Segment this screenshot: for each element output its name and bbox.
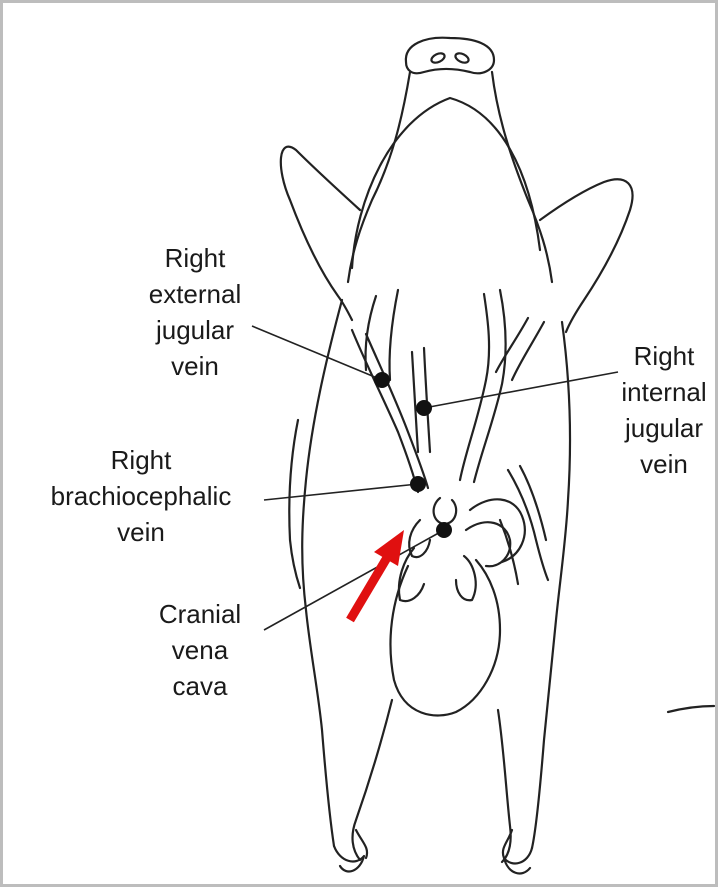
neck-left-fold	[365, 296, 376, 370]
hoof-left-2	[356, 830, 367, 858]
marker-internal-jugular	[416, 400, 432, 416]
edge-stroke	[668, 706, 714, 712]
right-vessel-a	[460, 294, 489, 480]
ear-left	[281, 147, 360, 320]
leader-brachiocephalic	[264, 484, 418, 500]
internal-jugular-line-a	[412, 352, 418, 452]
thoracic-loop-1	[470, 499, 525, 562]
markers	[374, 372, 452, 538]
red-arrow-icon	[350, 530, 404, 620]
left-body-inner	[289, 420, 300, 588]
label-right-internal-jugular-vein: Right internal jugular vein	[612, 338, 716, 482]
label-right-external-jugular-vein: Right external jugular vein	[128, 240, 262, 384]
head-left-edge	[348, 72, 410, 282]
right-neck-edge	[496, 318, 528, 372]
marker-cranial-vena-cava	[436, 522, 452, 538]
label-cranial-vena-cava: Cranial vena cava	[140, 596, 260, 704]
right-vessel-b	[474, 290, 506, 482]
nostril-left	[430, 51, 446, 64]
external-jugular-line-a	[352, 330, 418, 492]
right-neck-edge-2	[512, 322, 544, 380]
leader-internal-jugular	[424, 372, 618, 408]
hoof-left	[334, 846, 364, 871]
snout	[406, 38, 494, 74]
ear-right	[540, 179, 632, 332]
nostril-right	[454, 51, 470, 64]
marker-brachiocephalic	[410, 476, 426, 492]
marker-external-jugular	[374, 372, 390, 388]
body-left-edge	[302, 300, 342, 846]
label-right-brachiocephalic-vein: Right brachiocephalic vein	[30, 442, 252, 550]
heart-chamber-right	[456, 556, 476, 600]
internal-jugular-line-b	[424, 348, 430, 452]
neck-left-fold-2	[389, 290, 398, 380]
body-right-edge	[532, 322, 570, 848]
aorta-loop	[434, 498, 457, 524]
heart-outline	[390, 560, 500, 715]
